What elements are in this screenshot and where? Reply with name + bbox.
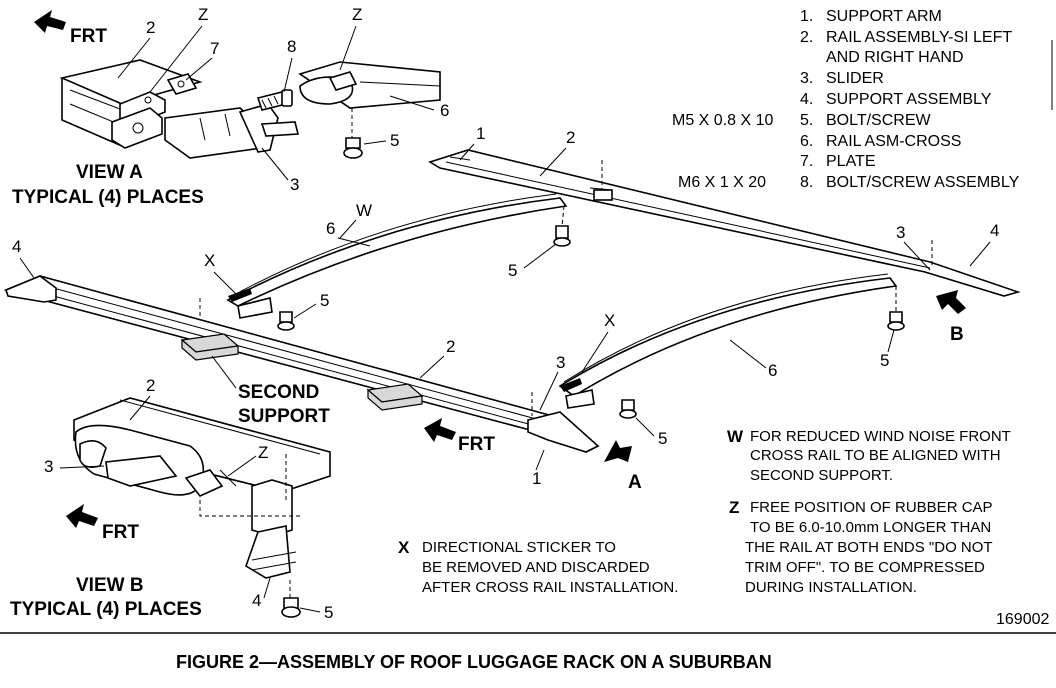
view-a-detail: FRT 2 Z 7 8	[12, 5, 449, 208]
callout-w: W	[356, 201, 372, 220]
legend-num: 2.	[800, 29, 813, 46]
note-x-line: AFTER CROSS RAIL INSTALLATION.	[422, 579, 678, 596]
note-x-key: X	[398, 538, 410, 557]
callout-5-a: 5	[508, 261, 517, 280]
rear-cross-rail	[558, 277, 898, 397]
frt-arrow-icon	[66, 504, 98, 528]
second-support-label-2: SUPPORT	[238, 406, 330, 427]
callout-7-view-a: 7	[210, 39, 219, 58]
callout-8-view-a: 8	[287, 37, 296, 56]
callout-5-view-a: 5	[390, 131, 399, 150]
note-w-line: SECOND SUPPORT.	[750, 467, 893, 484]
callout-x-right: X	[604, 311, 615, 330]
legend-num: 1.	[800, 8, 813, 25]
spec-bolt-5: M5 X 0.8 X 10	[672, 112, 773, 129]
legend-text: SUPPORT ASSEMBLY	[826, 91, 992, 108]
note-z-line: TRIM OFF". TO BE COMPRESSED	[745, 559, 985, 576]
frt-arrow-icon	[34, 10, 66, 33]
callout-2-left: 2	[446, 337, 455, 356]
arrow-b-label: B	[950, 324, 964, 345]
callout-4-right: 4	[990, 221, 999, 240]
view-a-subtitle: TYPICAL (4) PLACES	[12, 187, 204, 208]
note-x: X DIRECTIONAL STICKER TO BE REMOVED AND …	[398, 538, 678, 596]
note-z-line: THE RAIL AT BOTH ENDS "DO NOT	[745, 539, 993, 556]
spec-bolt-8: M6 X 1 X 20	[678, 174, 766, 191]
frt-arrow-icon	[424, 418, 456, 442]
legend-text: AND RIGHT HAND	[826, 49, 964, 66]
callout-2-view-b: 2	[146, 376, 155, 395]
legend-num: 6.	[800, 133, 813, 150]
note-w-line: FOR REDUCED WIND NOISE FRONT	[750, 428, 1011, 445]
callout-z-view-a-2: Z	[352, 5, 362, 24]
callout-3-right: 3	[896, 223, 905, 242]
view-b-arrow-icon	[936, 290, 966, 314]
right-side-rail	[428, 149, 1021, 297]
front-cross-rail	[226, 197, 568, 307]
main-assembly: FRT A B 1 2 W 6 5 4 X 5 2 X 3 6 3 4	[3, 124, 1021, 493]
figure-caption: FIGURE 2—ASSEMBLY OF ROOF LUGGAGE RACK O…	[176, 652, 772, 672]
note-z-key: Z	[729, 498, 739, 517]
callout-z-view-a-1: Z	[198, 5, 208, 24]
note-w: W FOR REDUCED WIND NOISE FRONT CROSS RAI…	[727, 427, 1011, 484]
callout-3-view-b: 3	[44, 457, 53, 476]
callout-4-left: 4	[12, 237, 21, 256]
figure-id: 169002	[996, 611, 1049, 628]
callout-x-left: X	[204, 251, 215, 270]
legend-text: BOLT/SCREW ASSEMBLY	[826, 174, 1020, 191]
legend-text: BOLT/SCREW	[826, 112, 932, 129]
callout-2-view-a: 2	[146, 18, 155, 37]
note-z-line: DURING INSTALLATION.	[745, 579, 917, 596]
view-b-detail: FRT 2 3 Z 4 5 VIEW B TYPICAL (4) PLACES	[10, 376, 333, 622]
callout-1-top: 1	[476, 124, 485, 143]
callout-4-view-b: 4	[252, 591, 261, 610]
note-w-line: CROSS RAIL TO BE ALIGNED WITH	[750, 447, 1001, 464]
callout-1-bottom: 1	[532, 469, 541, 488]
view-a-title: VIEW A	[76, 162, 143, 183]
legend-text: RAIL ASM-CROSS	[826, 133, 961, 150]
callout-z-view-b: Z	[258, 443, 268, 462]
arrow-a-label: A	[628, 472, 642, 493]
callout-5-center: 5	[658, 429, 667, 448]
legend-num: 8.	[800, 174, 813, 191]
callout-5-right: 5	[880, 351, 889, 370]
note-x-line: BE REMOVED AND DISCARDED	[422, 559, 650, 576]
legend-num: 4.	[800, 91, 813, 108]
legend-text: SUPPORT ARM	[826, 8, 942, 25]
legend-num: 5.	[800, 112, 813, 129]
callout-3-view-a: 3	[290, 175, 299, 194]
callout-2-top: 2	[566, 128, 575, 147]
view-b-subtitle: TYPICAL (4) PLACES	[10, 599, 202, 620]
callout-6-front: 6	[326, 219, 335, 238]
legend-text: PLATE	[826, 153, 876, 170]
callout-5-b: 5	[320, 291, 329, 310]
parts-legend: 1. SUPPORT ARM 2. RAIL ASSEMBLY-SI LEFT …	[672, 8, 1020, 191]
callout-3-center: 3	[556, 353, 565, 372]
callout-5-view-b: 5	[324, 603, 333, 622]
note-z: Z FREE POSITION OF RUBBER CAP TO BE 6.0-…	[729, 498, 993, 596]
legend-text: RAIL ASSEMBLY-SI LEFT	[826, 29, 1012, 46]
frt-label-main: FRT	[458, 434, 495, 455]
legend-num: 7.	[800, 153, 813, 170]
frt-label-view-b: FRT	[102, 522, 139, 543]
second-support-label-1: SECOND	[238, 382, 319, 403]
callout-6-rear: 6	[768, 361, 777, 380]
view-a-arrow-icon	[604, 440, 632, 462]
callout-6-view-a: 6	[440, 101, 449, 120]
legend-text: SLIDER	[826, 70, 884, 87]
legend-num: 3.	[800, 70, 813, 87]
note-z-line: FREE POSITION OF RUBBER CAP	[750, 499, 993, 516]
note-z-line: TO BE 6.0-10.0mm LONGER THAN	[750, 519, 991, 536]
note-x-line: DIRECTIONAL STICKER TO	[422, 539, 616, 556]
view-b-title: VIEW B	[76, 575, 144, 596]
note-w-key: W	[727, 427, 744, 446]
frt-label-view-a: FRT	[70, 26, 107, 47]
